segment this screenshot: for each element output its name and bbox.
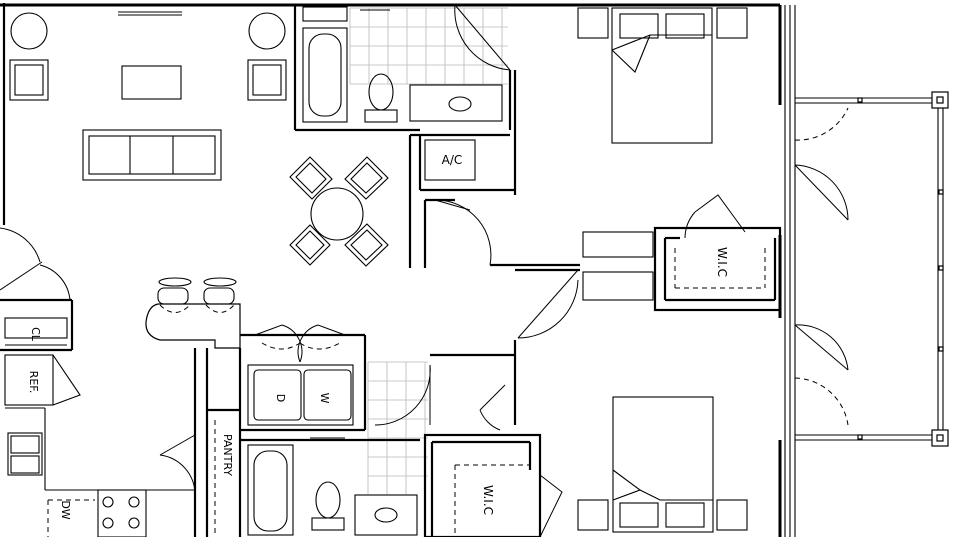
upper-bath-tile (349, 7, 508, 85)
pantry-label: PANTRY (221, 434, 234, 476)
upper-wic (653, 194, 782, 312)
ac-label: A/C (442, 153, 463, 167)
lower-wic-label: W.I.C (481, 485, 495, 515)
refrigerator-label: REF. (27, 371, 40, 394)
living-room (9, 11, 287, 181)
dishwasher-label: DW (59, 500, 72, 519)
dryer-label: D (274, 394, 287, 402)
dining-table (289, 156, 389, 267)
lower-bedroom (577, 396, 748, 533)
laundry (240, 324, 367, 432)
kitchen (0, 227, 242, 537)
lower-bath-tile (367, 361, 428, 494)
lower-bath (240, 340, 517, 536)
upper-bedroom (517, 7, 748, 339)
balcony (794, 91, 949, 447)
lower-wic (423, 433, 563, 537)
washer-label: W (318, 393, 331, 404)
closet-label: CL (29, 327, 42, 342)
upper-wic-label: W.I.C (715, 247, 729, 277)
ac-closet (408, 133, 580, 272)
upper-bath (293, 4, 517, 195)
